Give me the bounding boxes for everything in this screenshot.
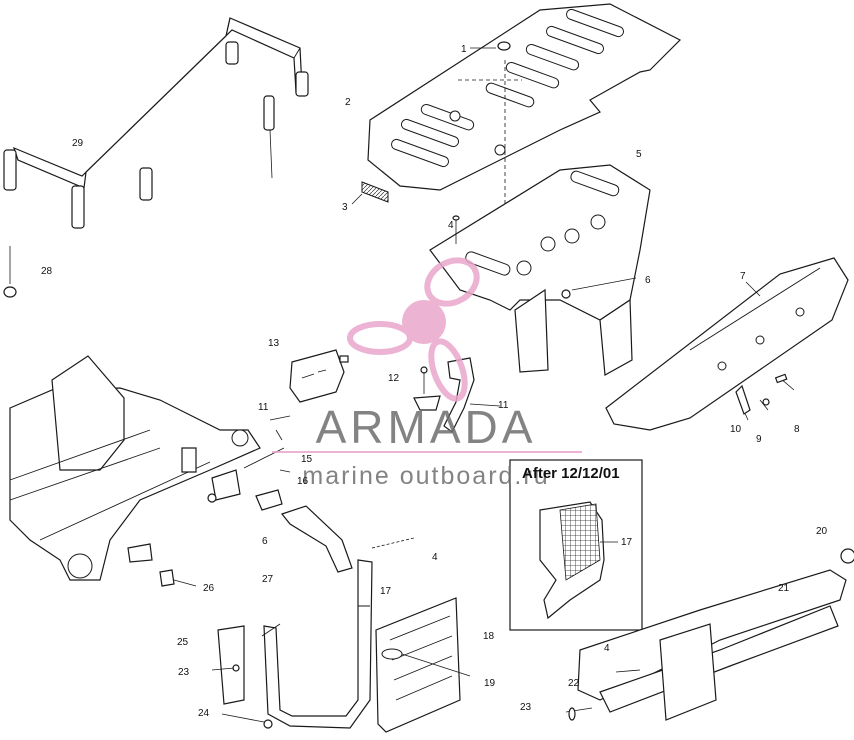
callout-c29: 29 — [72, 138, 84, 149]
callout-c5: 5 — [636, 149, 642, 160]
callout-c7: 7 — [740, 271, 746, 282]
bolt-part-28 — [3, 246, 17, 298]
callout-c2: 2 — [345, 97, 351, 108]
revision-inset — [509, 459, 643, 631]
callout-c11a: 11 — [258, 402, 269, 413]
callout-c24: 24 — [198, 708, 210, 719]
callout-c11b: 11 — [498, 400, 509, 411]
top-plate-part-2 — [367, 3, 682, 272]
callout-c4b: 4 — [432, 552, 438, 563]
callout-c23b: 23 — [178, 667, 190, 678]
callout-c26: 26 — [203, 583, 215, 594]
callout-c16: 16 — [297, 476, 309, 487]
bolt-part-1 — [470, 41, 511, 51]
guard-part-17 — [261, 537, 415, 729]
callout-c3: 3 — [342, 202, 348, 213]
callout-c10: 10 — [730, 424, 742, 435]
callout-c20: 20 — [816, 526, 828, 537]
callout-c4c: 4 — [604, 643, 610, 654]
callout-c28: 28 — [41, 266, 53, 277]
callout-c15: 15 — [301, 454, 313, 465]
callout-c12: 12 — [388, 373, 400, 384]
callout-c22: 22 — [568, 678, 580, 689]
front-cab-part-5 — [429, 164, 651, 376]
callout-c17: 17 — [380, 586, 392, 597]
callout-c4a: 4 — [448, 220, 454, 231]
nut-part-6-upper — [561, 277, 637, 299]
watermark: ARMADA marine outboard.ru — [272, 257, 582, 490]
callout-c19: 19 — [484, 678, 496, 689]
callout-c23a: 23 — [520, 702, 532, 713]
front-bumper-part-7 — [605, 257, 849, 431]
callout-c6a: 6 — [645, 275, 651, 286]
bumper-hardware-8-9-10 — [735, 373, 795, 421]
watermark-tagline: marine outboard.ru — [302, 462, 549, 490]
reflector-part-3 — [351, 181, 389, 205]
frame-assembly — [9, 355, 261, 581]
callout-c18: 18 — [483, 631, 495, 642]
screw-part-4-upper — [452, 215, 460, 244]
callout-c13: 13 — [268, 338, 280, 349]
lamp-part-13 — [289, 349, 349, 403]
callout-c6b: 6 — [262, 536, 268, 547]
rear-bumper-part-21 — [565, 548, 854, 721]
callout-c25: 25 — [177, 637, 189, 648]
mount-parts-15-16 — [207, 415, 291, 511]
clip-part-26 — [159, 569, 197, 587]
plate-part-25 — [211, 625, 273, 729]
callout-c21: 21 — [778, 583, 790, 594]
inset-title: After 12/12/01 — [522, 465, 620, 482]
propeller-logo — [347, 257, 480, 402]
callout-c27: 27 — [262, 574, 274, 585]
callout-c8: 8 — [794, 424, 800, 435]
front-rack-part-29 — [3, 17, 309, 229]
inset-callout-17: 17 — [621, 537, 633, 548]
side-panel-part-18 — [375, 597, 471, 733]
brace-part-27 — [280, 505, 353, 573]
callout-c1: 1 — [461, 44, 467, 55]
watermark-brand: ARMADA — [316, 401, 537, 453]
callout-c9: 9 — [756, 434, 762, 445]
